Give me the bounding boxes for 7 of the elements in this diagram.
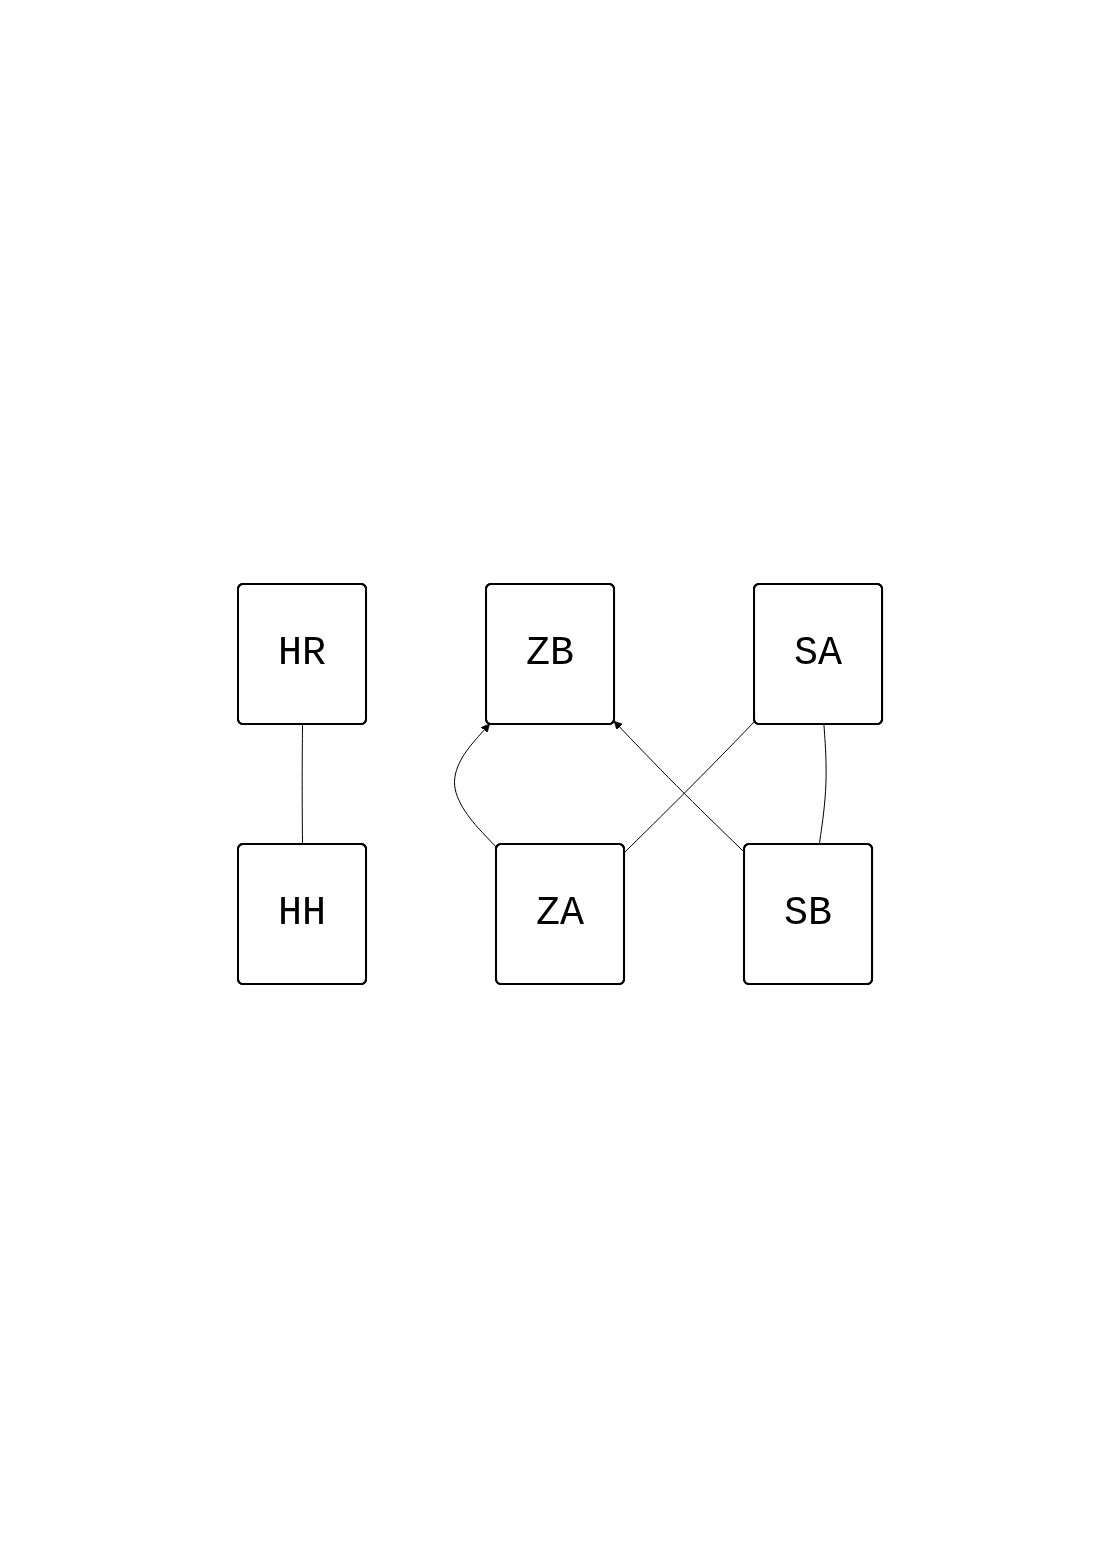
node-text: HH (277, 891, 326, 936)
connector (624, 720, 756, 853)
arrow (613, 720, 745, 853)
connector (301, 724, 303, 845)
arrow (454, 723, 498, 849)
connector (818, 724, 827, 845)
node-text: HR (277, 631, 326, 676)
